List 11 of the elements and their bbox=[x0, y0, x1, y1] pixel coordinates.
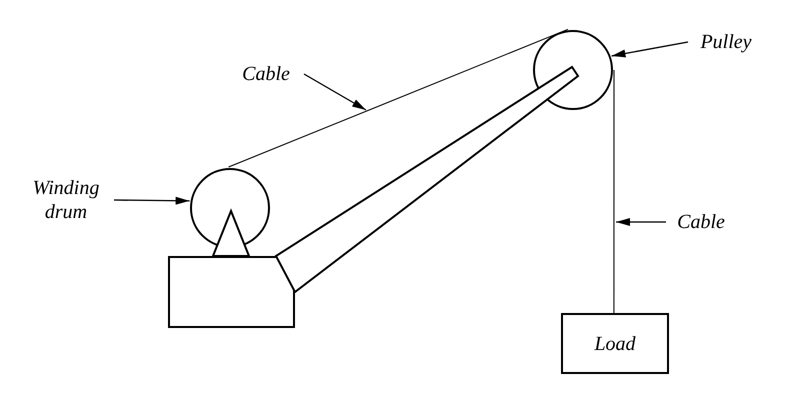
winding-drum-label: Winding drum bbox=[18, 172, 114, 228]
leader-line bbox=[304, 73, 366, 111]
leader-line bbox=[114, 196, 190, 205]
cable-label: Cable bbox=[228, 60, 304, 88]
cable-line bbox=[613, 70, 614, 314]
cable-label: Cable bbox=[666, 208, 736, 236]
leader-line bbox=[616, 218, 666, 226]
cable-line bbox=[228, 28, 568, 168]
load-box: Load bbox=[561, 313, 669, 374]
leader-line bbox=[611, 41, 688, 58]
pulley-label: Pulley bbox=[688, 28, 764, 56]
